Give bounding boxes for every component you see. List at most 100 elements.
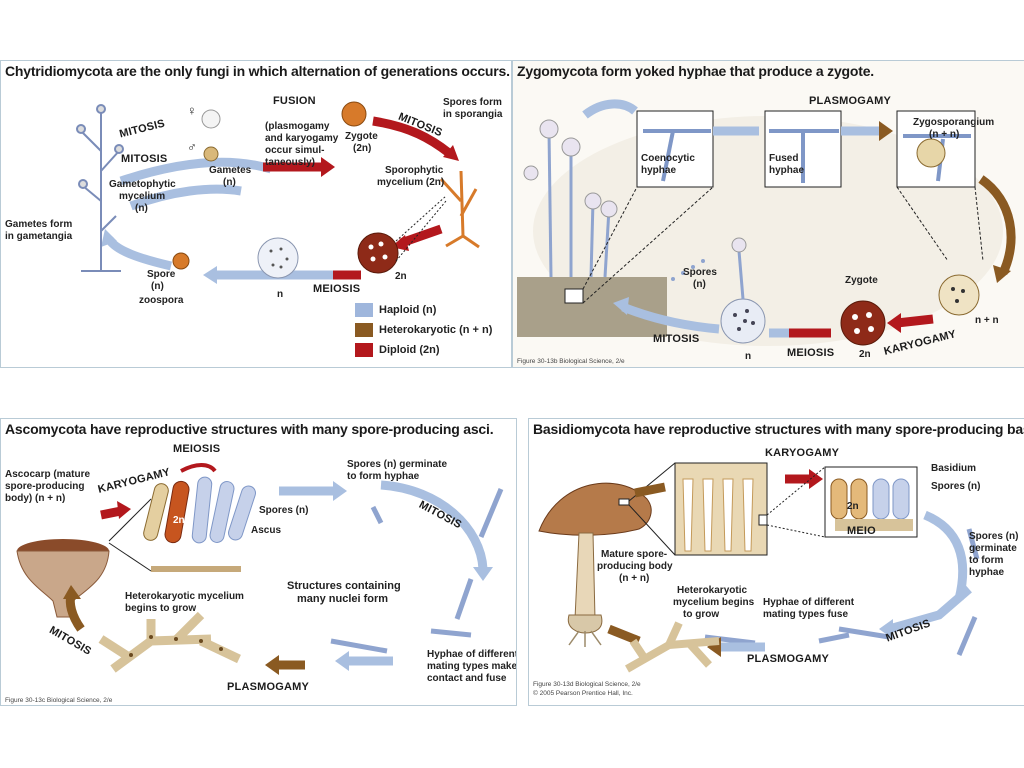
fusion-note-1: (plasmogamy	[265, 121, 330, 132]
female-gamete	[201, 109, 221, 129]
zygote-nn	[938, 274, 980, 316]
asco-panel: Ascomycota have reproductive structures …	[0, 418, 517, 706]
chytrid-fusion: FUSION	[273, 95, 316, 107]
inset-box	[564, 288, 584, 304]
asco-spores-n: Spores (n)	[259, 505, 309, 516]
fusion-note-4: taneously)	[265, 157, 316, 168]
basidio-hetero-mycelium	[625, 621, 720, 673]
arrow-spore-to-gamete	[105, 236, 173, 271]
gametes-2: (n)	[223, 177, 236, 188]
basidio-title: Basidiomycota have reproductive structur…	[533, 421, 1024, 437]
arrowhead-meiosis	[203, 266, 217, 284]
basidio-hyphae-2: mating types fuse	[763, 609, 849, 620]
legend-label-heterokaryotic: Heterokaryotic (n + n)	[379, 324, 493, 336]
zygote-label-1: Zygote	[345, 131, 378, 142]
asco-credit: Figure 30-13c Biological Science, 2/e	[5, 697, 113, 704]
spore-label-1: Spore	[147, 269, 176, 280]
zygote-2n	[840, 300, 886, 346]
zygo-mitosis: MITOSIS	[653, 333, 700, 345]
legend-heterokaryotic: Heterokaryotic (n + n)	[355, 323, 492, 337]
fusion-note-3: occur simul-	[265, 145, 325, 156]
zygo-spores-2: (n)	[693, 279, 706, 290]
sporangium-2n	[357, 232, 399, 274]
basidio-spores-n: Spores (n)	[931, 481, 981, 492]
basidio-credit-2: © 2005 Pearson Prentice Hall, Inc.	[533, 690, 633, 697]
asco-ascus: Ascus	[251, 525, 282, 536]
basidio-mature-1: Mature spore-	[601, 549, 668, 560]
chytrid-2n-label: 2n	[395, 271, 407, 282]
mushroom-stalk	[574, 532, 596, 620]
female-symbol: ♀	[187, 103, 197, 118]
asco-title: Ascomycota have reproductive structures …	[5, 421, 494, 437]
legend-swatch-diploid	[355, 343, 373, 357]
spores-form-1: Spores form	[443, 97, 502, 108]
coenocytic-inset	[636, 110, 714, 188]
basidio-basidium: Basidium	[931, 463, 977, 474]
gametes-1: Gametes	[209, 165, 252, 176]
legend-swatch-haploid	[355, 303, 373, 317]
basidio-hetero-2: mycelium begins	[673, 597, 755, 608]
chytrid-n-label: n	[277, 289, 284, 300]
chytrid-meiosis: MEIOSIS	[313, 283, 361, 295]
basidio-mature-2: producing body	[597, 561, 673, 572]
fusion-note-2: and karyogamy	[265, 133, 339, 144]
zygote-cell	[341, 101, 367, 127]
zygo-panel: Zygomycota form yoked hyphae that produc…	[512, 60, 1024, 368]
male-gamete	[203, 146, 219, 162]
ascocarp-cup	[16, 550, 110, 618]
legend-label-diploid: Diploid (2n)	[379, 344, 440, 356]
zygo-spores-1: Spores	[683, 267, 717, 278]
asco-hetero-2: begins to grow	[125, 603, 197, 614]
gametophytic-1: Gametophytic	[109, 179, 176, 190]
basidio-credit-1: Figure 30-13d Biological Science, 2/e	[533, 681, 641, 688]
coenocytic-2: hyphae	[641, 165, 677, 176]
gametophyte-plant	[76, 104, 124, 272]
gametes-form-1: Gametes form	[5, 219, 73, 230]
legend-label-haploid: Haploid (n)	[379, 304, 437, 316]
spore-label-2: (n)	[151, 281, 164, 292]
basidio-mature-3: (n + n)	[619, 573, 650, 584]
mushroom-cap	[538, 482, 652, 536]
coenocytic-1: Coenocytic	[641, 153, 695, 164]
basidio-karyogamy: KARYOGAMY	[765, 447, 840, 459]
basidio-germ-1: Spores (n)	[969, 531, 1019, 542]
zygosporangium-1: Zygosporangium	[913, 117, 995, 128]
ascocarp-2: spore-producing	[5, 481, 85, 492]
zygo-meiosis: MEIOSIS	[787, 347, 835, 359]
hetero-mycelium	[98, 611, 241, 673]
sporophyte-mycelium	[439, 170, 480, 249]
zygosporangium-2: (n + n)	[929, 129, 960, 140]
asco-germ-2: to form hyphae	[347, 471, 420, 482]
chytrid-mitosis-2: MITOSIS	[121, 153, 168, 165]
basidio-germ-3: to form	[969, 555, 1004, 566]
arrow-mitosis-lower	[129, 184, 242, 211]
gametes-form-2: in gametangia	[5, 231, 73, 242]
zygo-n: n	[745, 351, 752, 362]
legend-diploid: Diploid (2n)	[355, 343, 440, 357]
asco-plasmogamy: PLASMOGAMY	[227, 681, 310, 693]
basidio-meio: MEIO	[847, 525, 876, 537]
ascocarp-3: body) (n + n)	[5, 493, 66, 504]
sporophytic-2: mycelium (2n)	[377, 177, 445, 188]
basidio-panel: Basidiomycota have reproductive structur…	[528, 418, 1024, 706]
asco-structures-2: many nuclei form	[297, 593, 389, 605]
zygo-cycle-drawing	[517, 99, 1016, 346]
zygo-n-plus-n: n + n	[975, 315, 999, 326]
zygo-title: Zygomycota form yoked hyphae that produc…	[517, 63, 874, 79]
gametophytic-3: (n)	[135, 203, 148, 214]
legend-haploid: Haploid (n)	[355, 303, 436, 317]
ascus-2n	[164, 480, 190, 544]
chytrid-title: Chytridiomycota are the only fungi in wh…	[5, 63, 510, 79]
asco-cycle-drawing	[16, 463, 504, 675]
arrow-mitosis-red	[372, 116, 452, 157]
asco-2n: 2n	[173, 515, 185, 526]
spore-cell	[172, 252, 190, 270]
zoospora-label: zoospora	[139, 295, 184, 306]
asco-germ-1: Spores (n) germinate	[347, 459, 448, 470]
fused-2: hyphae	[769, 165, 805, 176]
basidio-2n: 2n	[847, 501, 859, 512]
basidio-germ-2: germinate	[969, 543, 1017, 554]
soil	[517, 277, 667, 337]
chytrid-cycle-drawing	[76, 101, 480, 284]
basidio-hetero-1: Heterokaryotic	[677, 585, 748, 596]
